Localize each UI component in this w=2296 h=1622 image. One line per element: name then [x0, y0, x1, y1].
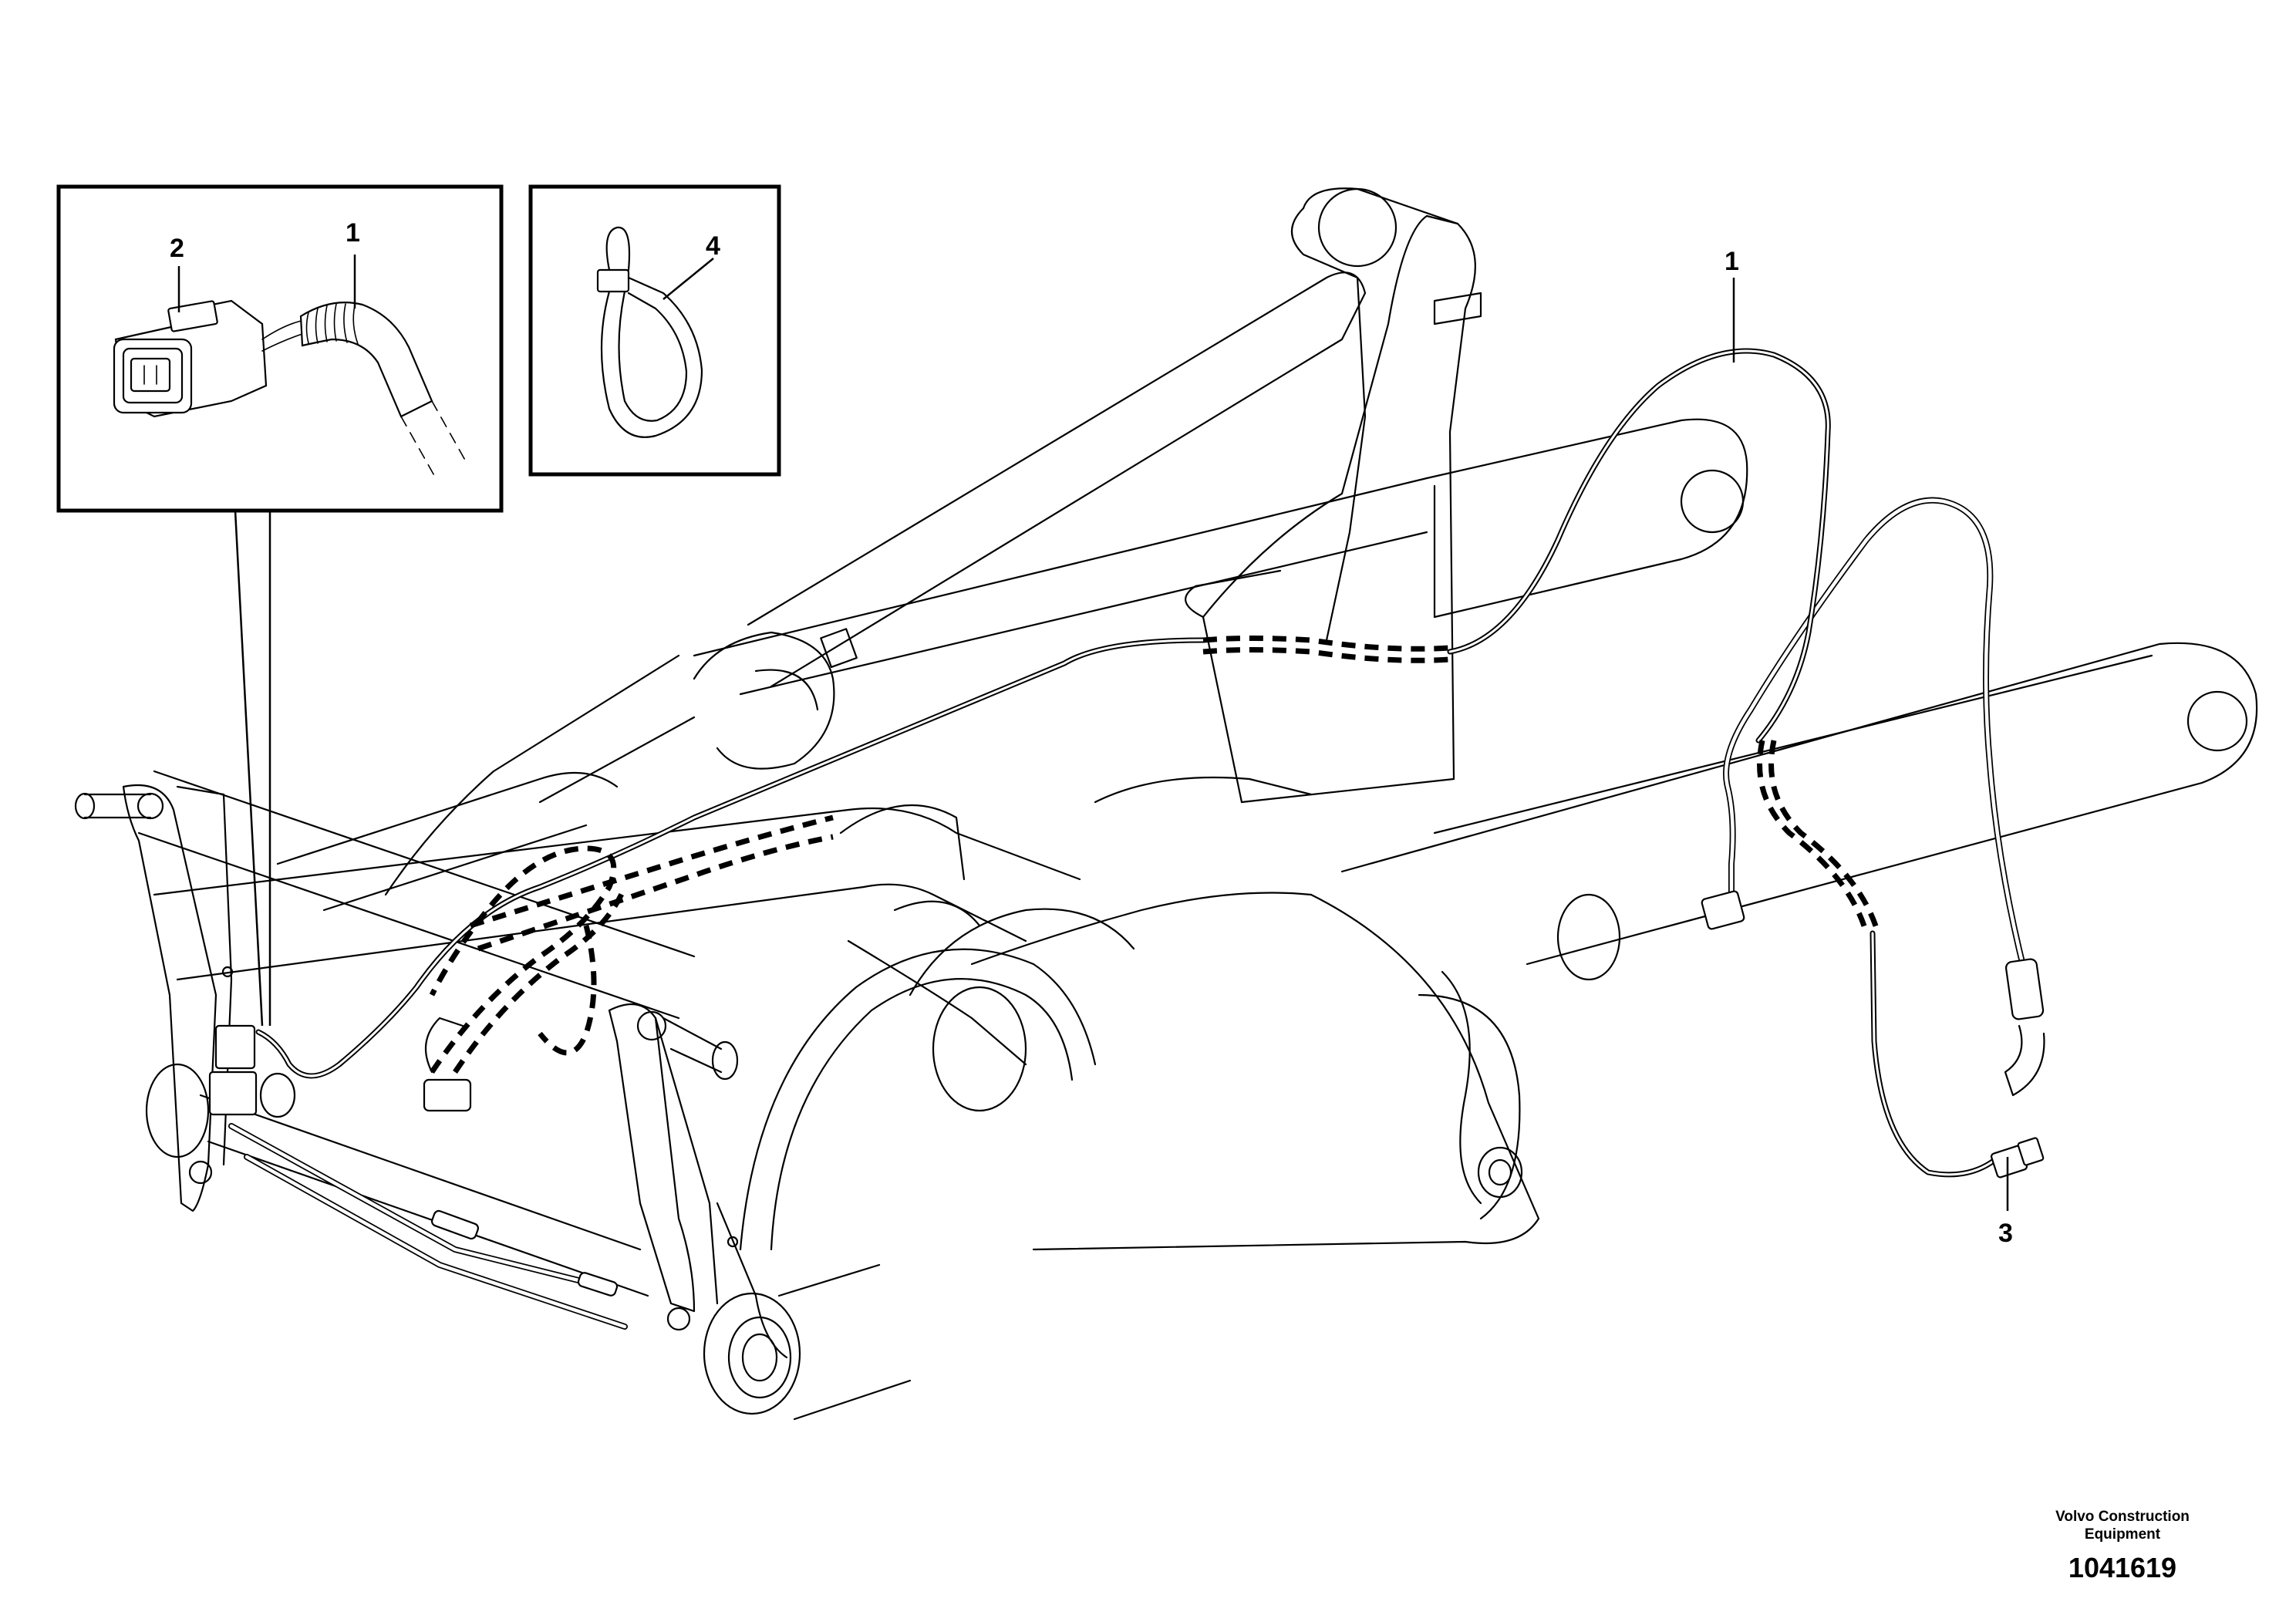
callout-main-cable: 1	[1725, 247, 1739, 276]
connector-icon	[113, 299, 467, 479]
right-link-plate	[608, 1003, 788, 1359]
main-cable	[255, 348, 2045, 1179]
company-name-line1: Volvo Construction	[2055, 1509, 2190, 1525]
solenoid-valve	[208, 1024, 296, 1118]
upper-lift-link	[693, 271, 1367, 770]
lower-cylinder	[137, 654, 696, 1020]
main-crossframe	[153, 776, 1313, 1112]
callout-end-connector: 3	[1998, 1219, 2013, 1248]
elbow-fittings	[423, 890, 1745, 1112]
front-pivot-hub	[703, 1263, 912, 1421]
callout-cable-tie: 4	[706, 231, 720, 261]
callout-connector: 2	[170, 234, 184, 263]
right-boom-arm	[1032, 642, 2258, 1251]
connector-detail-box: 2 1	[56, 184, 504, 1027]
center-arch	[739, 804, 1097, 1251]
footer: Volvo Construction Equipment 1041619	[2055, 1509, 2190, 1583]
drawing-number: 1041619	[2068, 1552, 2176, 1583]
cable-tie-detail-box: 4	[528, 184, 781, 477]
lift-frame	[74, 187, 2258, 1421]
left-link-plate	[74, 784, 649, 1297]
lift-bracket	[1185, 187, 1482, 804]
callout-detail-cable: 1	[346, 218, 360, 248]
far-boom-arm	[693, 418, 1748, 696]
lower-hydraulic-lines	[228, 1123, 628, 1330]
rear-hydraulic-hose	[1723, 497, 2045, 1097]
main-callouts: 1 3	[1725, 247, 2013, 1248]
cable-tie-icon	[596, 226, 703, 438]
company-name-line2: Equipment	[2085, 1526, 2161, 1543]
